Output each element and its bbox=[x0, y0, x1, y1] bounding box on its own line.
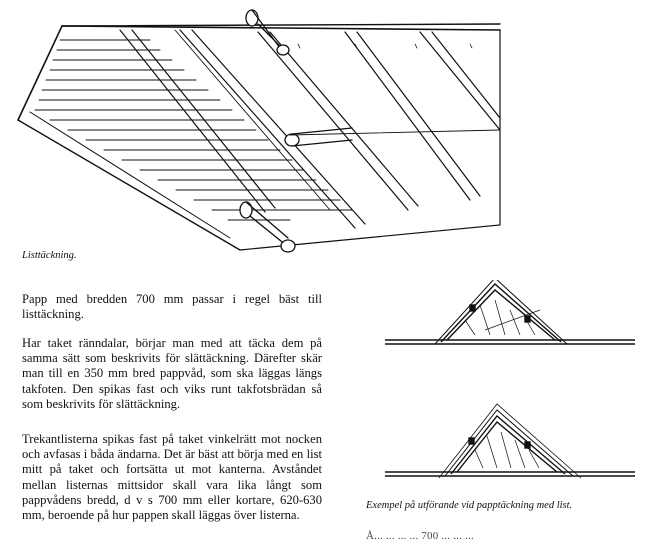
paragraph-3: Trekantlisterna spikas fast på taket vin… bbox=[22, 432, 322, 523]
batten-detail-illustration bbox=[385, 280, 635, 479]
paragraph-1: Papp med bredden 700 mm passar i regel b… bbox=[22, 292, 322, 322]
paragraph-2: Har taket ränndalar, börjar man med att … bbox=[22, 336, 322, 411]
figure-caption-top: Listtäckning. bbox=[22, 250, 77, 261]
roof-batten-illustration bbox=[17, 9, 501, 253]
figure-caption-right: Exempel på utförande vid papptäckning me… bbox=[366, 500, 573, 511]
cut-off-text-line: Å... ... ... ... 700 ... ... ... bbox=[366, 530, 474, 542]
